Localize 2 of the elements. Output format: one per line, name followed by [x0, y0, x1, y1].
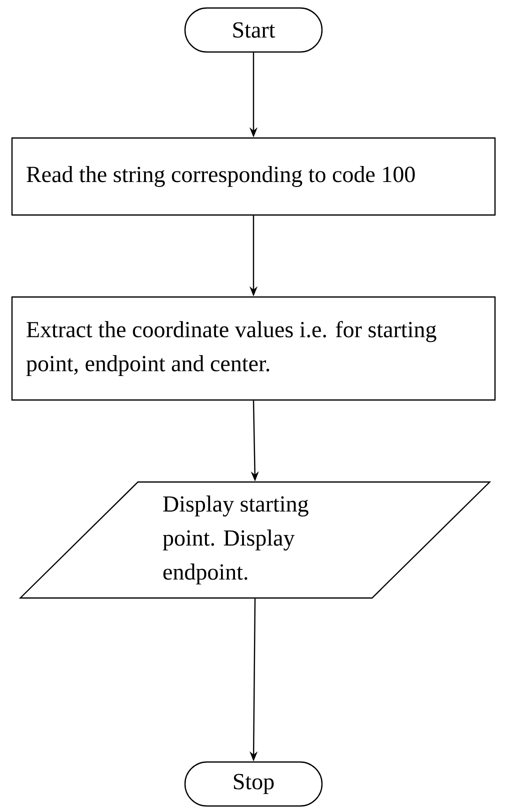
process-box: Extract the coordinate values i.e. for starting point, endpoint and center.: [11, 296, 496, 401]
process-box: Read the string corresponding to code 100: [11, 137, 496, 216]
